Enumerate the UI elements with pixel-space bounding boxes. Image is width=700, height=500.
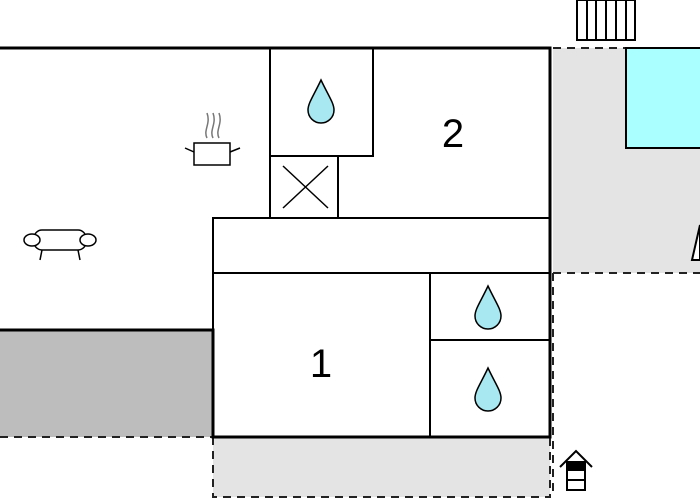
hallway bbox=[212, 217, 551, 274]
terrace-covered bbox=[0, 330, 213, 437]
entrance-icon bbox=[559, 449, 593, 491]
outdoor-area-bottom bbox=[213, 437, 550, 497]
sofa-icon bbox=[23, 229, 97, 261]
room-label-1: 1 bbox=[310, 342, 332, 386]
bathroom-bottom bbox=[429, 339, 551, 438]
stairs-icon bbox=[576, 0, 636, 41]
water-drop-icon bbox=[307, 78, 502, 412]
outdoor-bottom-border bbox=[212, 437, 551, 498]
cross-icon bbox=[282, 165, 329, 209]
stove-pot-icon bbox=[184, 112, 241, 166]
pool bbox=[625, 47, 700, 149]
triangle-marker bbox=[690, 224, 700, 261]
utility-shaft bbox=[269, 155, 339, 219]
room-label-2: 2 bbox=[442, 112, 464, 156]
